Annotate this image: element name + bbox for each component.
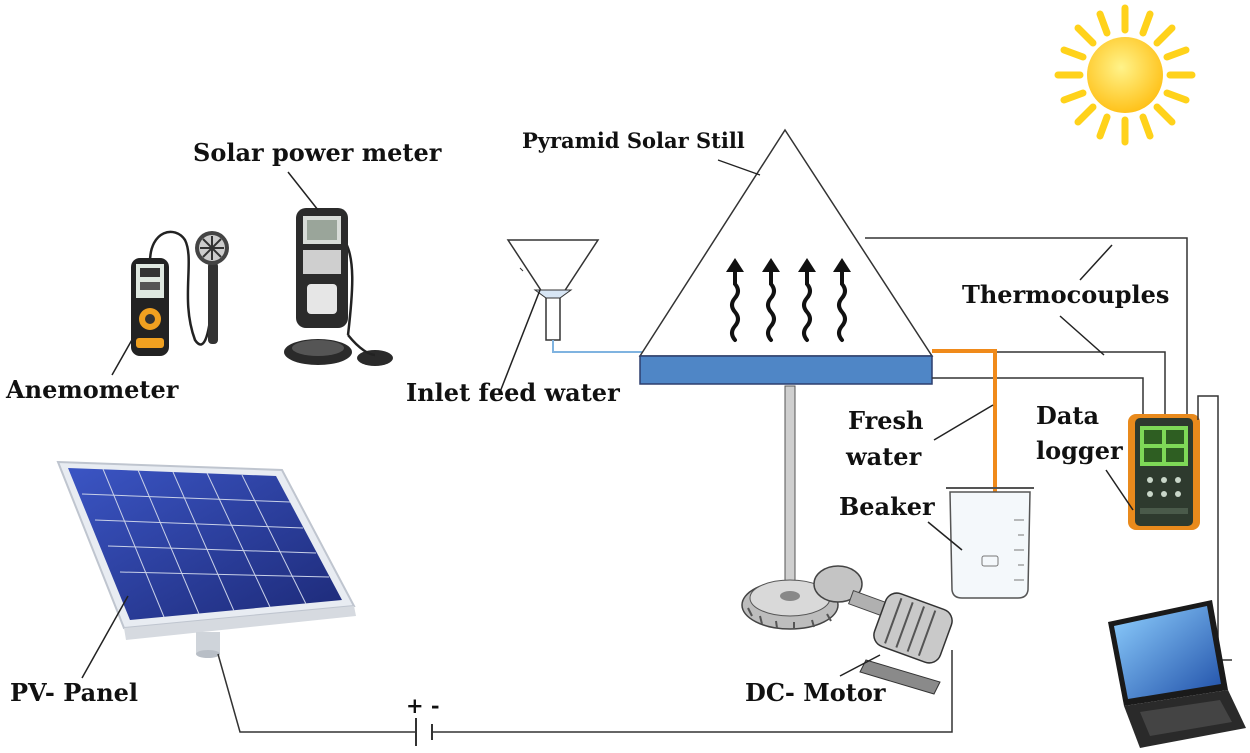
data-logger-pointer [1105, 469, 1134, 511]
solar-power-meter-icon [284, 208, 393, 366]
pv-panel-label: PV- Panel [10, 678, 139, 707]
sun-icon [1054, 4, 1196, 146]
data-logger-icon [1128, 414, 1200, 530]
fresh-water-label-line2: water [846, 442, 922, 471]
dc-motor-pointer [839, 654, 881, 677]
anemometer-pointer [111, 337, 134, 376]
thermocouples-label: Thermocouples [962, 280, 1170, 309]
dc-motor-icon [741, 385, 953, 695]
inlet-pipe [552, 340, 642, 353]
anemometer-label: Anemometer [6, 375, 179, 404]
battery-polarity-label: + - [406, 693, 440, 718]
pv-panel-icon [56, 460, 356, 658]
beaker-pointer [927, 521, 963, 551]
data-logger-label-line2: logger [1036, 436, 1123, 465]
solar-meter-pointer [287, 171, 319, 211]
inlet-pointer [499, 289, 541, 393]
laptop-icon [1108, 600, 1246, 748]
inlet-feed-water-label: Inlet feed water [406, 378, 620, 407]
beaker-icon [946, 487, 1034, 599]
battery-icon [415, 718, 433, 746]
thermocouple-wires [865, 237, 1188, 420]
fresh-water-pointer [933, 404, 994, 441]
thermocouples-pointer-upper [1079, 244, 1113, 281]
beaker-label: Beaker [839, 492, 935, 521]
still-pointer [717, 159, 761, 176]
pyramid-still-icon [638, 128, 934, 385]
power-circuit-wire [217, 650, 953, 733]
funnel-icon [506, 239, 600, 341]
data-logger-label-line1: Data [1036, 401, 1099, 430]
solar-power-meter-label: Solar power meter [193, 138, 442, 167]
anemometer-icon [131, 230, 229, 356]
fresh-water-label-line1: Fresh [848, 406, 924, 435]
pyramid-solar-still-label: Pyramid Solar Still [522, 128, 745, 153]
pv-panel-pointer [81, 595, 129, 679]
thermocouples-pointer-lower [1059, 315, 1105, 356]
dc-motor-label: DC- Motor [745, 678, 886, 707]
